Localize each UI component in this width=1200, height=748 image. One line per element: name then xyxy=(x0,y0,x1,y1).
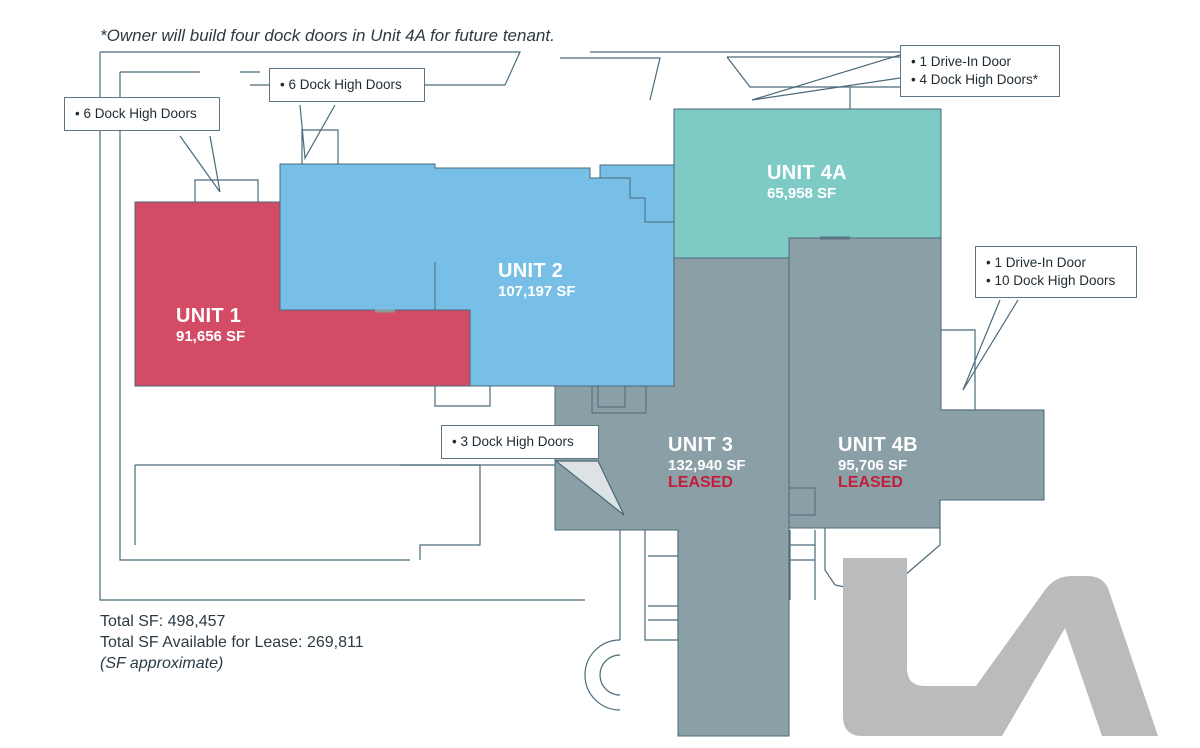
unit-name: UNIT 3 xyxy=(668,434,734,456)
unit-name: UNIT 4A xyxy=(767,162,847,184)
site-line xyxy=(434,385,491,407)
company-logo-icon xyxy=(843,558,1158,736)
sf-approximate-note: (SF approximate) xyxy=(100,655,224,672)
interior-line xyxy=(789,487,816,516)
callout-line: • 1 Drive-In Door xyxy=(911,54,1012,69)
unit-name: UNIT 2 xyxy=(498,260,564,282)
totals-block: Total SF: 498,457 Total SF Available for… xyxy=(100,611,364,674)
unit-name: UNIT 1 xyxy=(176,305,242,327)
site-line xyxy=(301,129,339,164)
callout-line: • 3 Dock High Doors xyxy=(452,434,574,449)
unit-sf: 91,656 SF xyxy=(176,328,246,345)
unit-sf: 107,197 SF xyxy=(498,283,576,300)
unit-4a-label: UNIT 4A 65,958 SF xyxy=(767,162,847,202)
site-line xyxy=(194,179,259,202)
callout-unit4a-doors: • 1 Drive-In Door • 4 Dock High Doors* xyxy=(900,45,1060,97)
site-boundary-line xyxy=(99,52,585,601)
callout-unit2-doors: • 6 Dock High Doors xyxy=(269,68,425,102)
site-line xyxy=(599,654,621,696)
callout-line: • 1 Drive-In Door xyxy=(986,255,1087,270)
unit-4b-area xyxy=(788,237,1045,529)
callout-line: • 4 Dock High Doors* xyxy=(911,72,1039,87)
unit-sf: 95,706 SF xyxy=(838,457,908,474)
site-line xyxy=(584,639,621,711)
unit-sf: 132,940 SF xyxy=(668,457,746,474)
callout-line: • 6 Dock High Doors xyxy=(280,77,402,92)
owner-note: *Owner will build four dock doors in Uni… xyxy=(100,26,555,45)
unit-sf: 65,958 SF xyxy=(767,185,837,202)
interior-line xyxy=(600,177,674,223)
site-boundary-line xyxy=(119,72,410,561)
callout-pointer-unit1 xyxy=(179,135,221,193)
unit-4b-label: UNIT 4B 95,706 SF LEASED xyxy=(838,434,918,493)
total-sf: Total SF: 498,457 xyxy=(100,613,226,630)
parking-line xyxy=(419,465,481,560)
callout-line: • 6 Dock High Doors xyxy=(75,106,197,121)
interior-line xyxy=(597,386,626,408)
leased-status: LEASED xyxy=(668,474,733,492)
site-line xyxy=(940,329,976,410)
unit-name: UNIT 4B xyxy=(838,434,918,456)
site-line xyxy=(644,530,679,641)
site-boundary-line xyxy=(726,56,900,88)
total-available: Total SF Available for Lease: 269,811 xyxy=(100,634,364,651)
unit-2-label: UNIT 2 107,197 SF xyxy=(498,260,576,300)
interior-line xyxy=(591,386,647,414)
leased-status: LEASED xyxy=(838,474,903,492)
callout-line: • 10 Dock High Doors xyxy=(986,273,1116,288)
logo-letter-l-shape xyxy=(843,558,983,736)
parking-line xyxy=(560,57,661,101)
callout-unit1-doors: • 6 Dock High Doors xyxy=(64,97,220,131)
logo-letter-a-shape xyxy=(940,576,1158,736)
callout-unit4b-doors: • 1 Drive-In Door • 10 Dock High Doors xyxy=(975,246,1137,298)
callout-pointer-unit4a xyxy=(751,54,901,101)
callout-pointer-unit3 xyxy=(554,460,625,516)
callout-unit3-doors: • 3 Dock High Doors xyxy=(441,425,599,459)
unit-3-label: UNIT 3 132,940 SF LEASED xyxy=(668,434,746,493)
callout-pointer-unit4b xyxy=(962,299,1019,391)
unit-2-area xyxy=(279,163,675,387)
unit-1-label: UNIT 1 91,656 SF xyxy=(176,305,245,345)
callout-pointer-unit2 xyxy=(299,104,336,160)
